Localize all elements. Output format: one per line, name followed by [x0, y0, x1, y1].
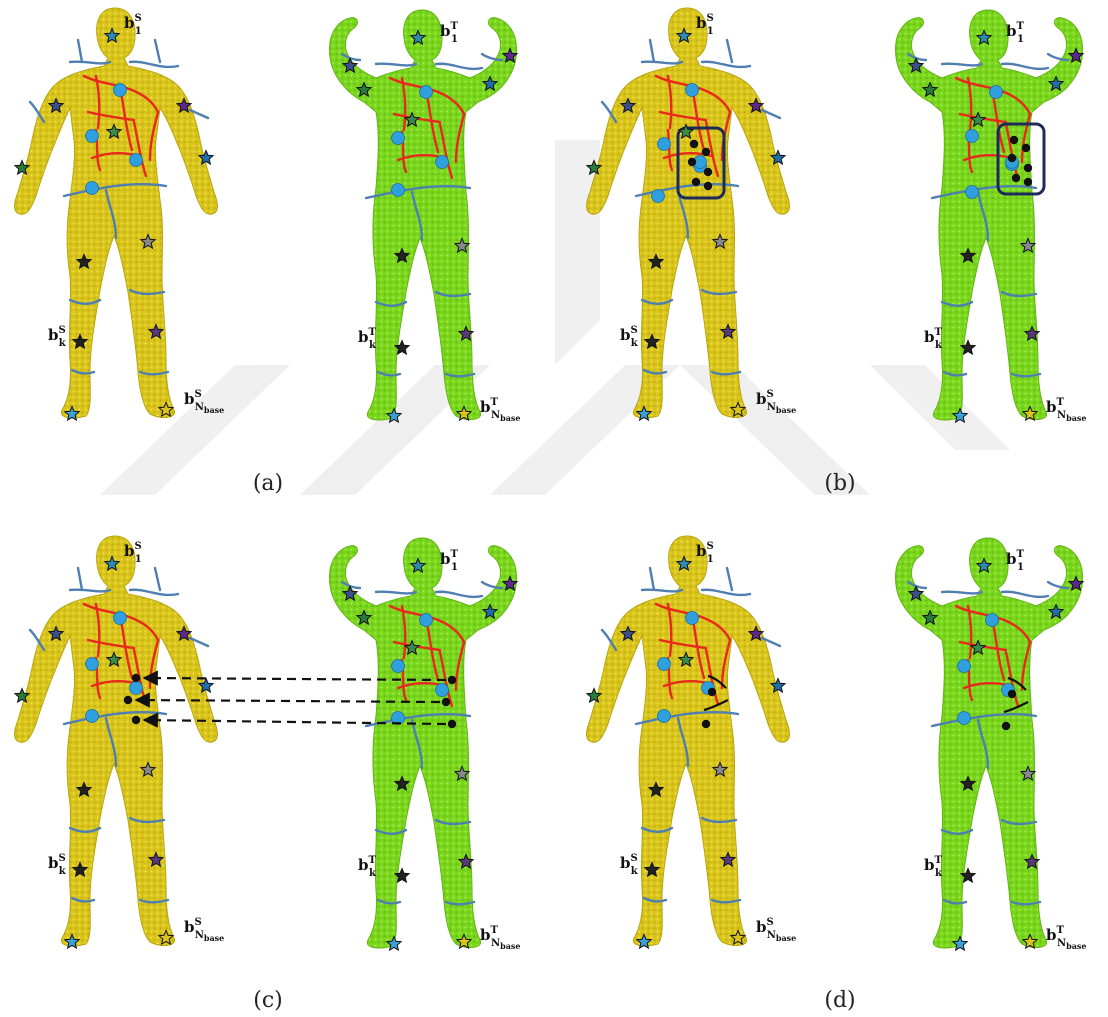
match-point	[1008, 690, 1016, 698]
match-point	[1010, 136, 1018, 144]
base-point-label-top: bT1	[440, 549, 459, 573]
base-point-label-bottom: bTNbase	[480, 925, 520, 951]
feature-point	[986, 614, 999, 627]
base-point-label-top: bT1	[1006, 549, 1025, 573]
feature-point	[658, 138, 671, 151]
feature-point	[86, 130, 99, 143]
body-silhouette	[330, 538, 517, 948]
match-point	[448, 720, 456, 728]
body-silhouette	[896, 538, 1083, 948]
match-point	[692, 178, 700, 186]
body-silhouette	[15, 8, 218, 418]
feature-point	[436, 684, 449, 697]
feature-point	[86, 710, 99, 723]
match-point	[1024, 178, 1032, 186]
match-point	[124, 696, 132, 704]
feature-point	[130, 154, 143, 167]
feature-point	[658, 658, 671, 671]
feature-point	[114, 612, 127, 625]
feature-point	[114, 84, 127, 97]
feature-point	[420, 614, 433, 627]
feature-point	[966, 186, 979, 199]
feature-point	[392, 132, 405, 145]
match-point	[1022, 144, 1030, 152]
match-point	[1024, 164, 1032, 172]
panel-c-target: bT1 bTk bTNbase	[330, 538, 521, 951]
body-silhouette	[15, 536, 218, 946]
match-point	[702, 148, 710, 156]
feature-point	[436, 156, 449, 169]
feature-point	[652, 190, 665, 203]
feature-point	[686, 612, 699, 625]
panel-d-source: bS1bSkbSNbase	[587, 536, 797, 948]
feature-point	[686, 84, 699, 97]
base-point-label-mid: bTk	[358, 327, 377, 351]
feature-point	[958, 660, 971, 673]
base-point-label-bottom: bTNbase	[1046, 925, 1086, 951]
base-point-label-top: bT1	[440, 21, 459, 45]
feature-point	[958, 712, 971, 725]
match-point	[1002, 722, 1010, 730]
watermark	[100, 140, 1010, 495]
body-silhouette	[587, 8, 790, 418]
base-point-label-bottom: bSNbase	[184, 917, 224, 943]
body-silhouette	[896, 10, 1083, 420]
feature-point	[392, 184, 405, 197]
panel-b-source: bS1bSkbSNbase	[587, 8, 797, 420]
match-point	[132, 716, 140, 724]
subfigure-label-a: (a)	[253, 471, 283, 496]
match-point	[448, 676, 456, 684]
base-point-label-bottom: bSNbase	[756, 917, 796, 943]
feature-point	[130, 682, 143, 695]
feature-point	[990, 86, 1003, 99]
subfigure-label-c: (c)	[253, 988, 283, 1013]
match-point	[1008, 154, 1016, 162]
body-silhouette	[587, 536, 790, 946]
feature-point	[420, 86, 433, 99]
feature-point	[392, 660, 405, 673]
match-point	[708, 688, 716, 696]
match-point	[702, 720, 710, 728]
match-point	[690, 140, 698, 148]
feature-point	[966, 130, 979, 143]
feature-point	[86, 658, 99, 671]
body-silhouette	[330, 10, 517, 420]
match-point	[688, 158, 696, 166]
match-point	[704, 168, 712, 176]
match-point	[1012, 174, 1020, 182]
base-point-label-mid: bSk	[620, 853, 639, 877]
match-point	[132, 674, 140, 682]
subfigure-label-d: (d)	[824, 988, 855, 1013]
match-point	[704, 182, 712, 190]
feature-point	[658, 710, 671, 723]
base-point-label-mid: bSk	[620, 325, 639, 349]
feature-point	[86, 182, 99, 195]
subfigure-label-b: (b)	[824, 471, 855, 496]
match-point	[442, 698, 450, 706]
